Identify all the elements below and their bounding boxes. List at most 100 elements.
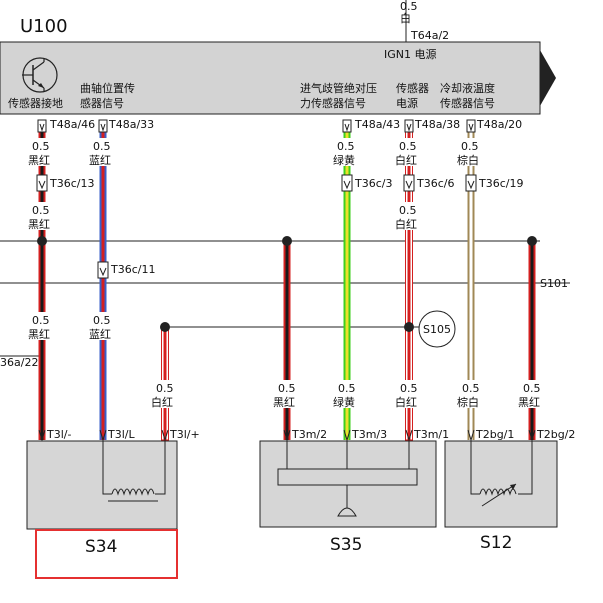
pin-marker [467,429,475,442]
wire-color: 黑红 [518,396,540,409]
ecu-label-5a: 冷却液温度 [440,81,495,95]
wire-color: 棕白 [457,153,479,167]
component-s12 [444,440,558,528]
connector-label: T36c/6 [416,177,454,190]
wire-black-red-2 [283,241,291,440]
ecu-label-2b: 感器信号 [80,97,124,110]
pin-marker [343,429,351,442]
component-label-s34: S34 [85,537,117,557]
pin-marker [404,119,414,133]
ecu-label-1: 传感器接地 [8,97,63,110]
diaphragm-icon [337,507,357,517]
pin-marker [466,119,476,133]
pin-marker [38,429,46,442]
wire-size: 0.5 [462,382,480,395]
connector-label: T36c/19 [478,177,523,190]
connector-marker [465,174,477,192]
connector-label: T36c/11 [110,263,155,276]
wire-color: 棕白 [457,395,479,409]
connector-label: T36c/3 [354,177,392,190]
ecu-label-3a: 进气歧管绝对压 [300,81,377,95]
connector-marker [36,174,48,192]
wire-color: 绿黄 [333,395,355,409]
wire-black-red-1 [38,130,46,440]
left-cut-label: 36a/22 [0,356,38,369]
wire-size: 0.5 [32,204,50,217]
wire-size: 0.5 [93,314,111,327]
wire-blue-red [99,130,107,440]
wire-color: 黑红 [28,218,50,231]
wire-color: 黑红 [273,396,295,409]
pin-label: T48a/33 [108,118,154,131]
wire-brown-white [467,130,475,440]
pin-marker [342,119,352,133]
component-s34 [26,440,178,530]
connector-marker [341,174,353,192]
highlight-box [35,529,178,579]
wire-size: 0.5 [338,382,356,395]
wire-color: 黑红 [28,328,50,341]
wire-color: 蓝红 [89,328,111,341]
transistor-icon [22,57,58,93]
wire-size: 0.5 [523,382,541,395]
pin-marker [98,119,108,133]
splice-dot [160,322,170,332]
pin-marker [528,429,536,442]
component-label-s35: S35 [330,535,362,555]
splice-dot [527,236,537,246]
wire-black-red-3 [528,241,536,440]
pin-label: T48a/20 [476,118,522,131]
wire-size: 0.5 [399,140,417,153]
splice-dot [37,236,47,246]
wire-size: 0.5 [337,140,355,153]
wire-size: 0.5 [399,204,417,217]
wire-size: 0.5 [400,382,418,395]
wire-color: 蓝红 [89,154,111,167]
wire-size: 0.5 [32,314,50,327]
wire-color: 白红 [395,153,417,167]
thermistor-icon [479,488,517,496]
ecu-label-2a: 曲轴位置传 [80,81,135,95]
component-label-s12: S12 [480,533,512,553]
wire-color: 绿黄 [333,153,355,167]
splice-s101: S101 [540,277,568,290]
feed-size: 0.5 [400,0,418,13]
pin-marker [405,429,413,442]
wire-color: 白红 [151,395,173,409]
connector-marker [97,261,109,279]
pin-label: T2bg/1 [475,428,514,441]
pin-marker [283,429,291,442]
wire-color: 黑红 [28,154,50,167]
coil-icon [111,488,155,496]
ecu-label-4a: 传感器 [396,82,429,95]
pin-label: T3l/+ [169,428,200,441]
pin-label: T48a/46 [49,118,95,131]
pin-label: T3m/1 [413,428,449,441]
pin-label: T2bg/2 [536,428,575,441]
connector-label: T36c/13 [49,177,94,190]
wire-color: 白红 [395,395,417,409]
pin-marker [37,119,47,133]
wire-size: 0.5 [461,140,479,153]
pin-label: T3l/L [107,428,135,441]
splice-dot [282,236,292,246]
ecu-label-3b: 力传感器信号 [300,97,366,110]
pin-label: T48a/43 [354,118,400,131]
power-label: IGN1 电源 [384,47,437,61]
ecu-name: U100 [20,16,68,37]
pin-marker [99,429,107,442]
feed-pin: T64a/2 [410,29,449,42]
wire-size: 0.5 [278,382,296,395]
pin-marker [161,429,169,442]
wire-size: 0.5 [32,140,50,153]
ecu-label-4b: 电源 [396,96,418,110]
pin-label: T3m/2 [291,428,327,441]
feed-color: 白 [400,11,411,25]
ecu-block [0,41,556,115]
pin-label: T48a/38 [414,118,460,131]
ecu-label-5b: 传感器信号 [440,97,495,110]
pin-label: T3m/3 [351,428,387,441]
splice-s105-circle [418,310,456,348]
connector-marker [403,174,415,192]
wire-green-yellow [343,130,351,440]
